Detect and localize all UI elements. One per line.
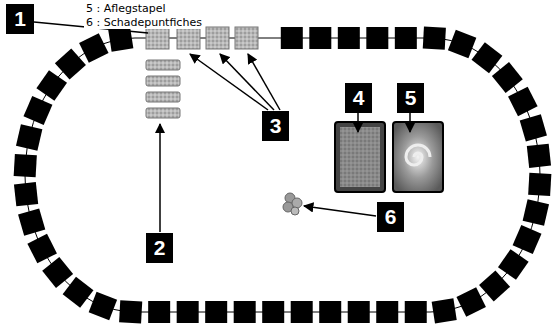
leader-lines (34, 22, 410, 232)
track-square (14, 182, 38, 206)
callout-number: 6 (377, 202, 404, 232)
track-square (291, 301, 313, 323)
track-outline (25, 38, 540, 312)
track-square (405, 301, 427, 323)
track-square (338, 27, 360, 49)
draw-pile (335, 122, 385, 192)
track-square (14, 154, 37, 177)
track-square (119, 300, 142, 323)
track-square (23, 96, 52, 125)
legend-text: 5 : Aflegstapel (84, 2, 168, 15)
track-square (508, 87, 538, 117)
track-square (520, 114, 547, 141)
track-square (234, 301, 256, 323)
track-square (492, 62, 523, 93)
track-square (432, 298, 457, 323)
track-square (89, 292, 117, 320)
track-square (479, 270, 510, 301)
track-square (148, 301, 170, 323)
track-square (177, 301, 199, 323)
track-square (281, 27, 303, 49)
track-square (319, 301, 341, 323)
track-square (472, 42, 503, 73)
track-square (42, 257, 73, 288)
callout-number: 2 (146, 233, 173, 263)
track-square (309, 27, 331, 49)
track-square (55, 49, 86, 80)
legend-text: 6 : Schadepuntfiches (84, 16, 204, 29)
callout-number: 4 (345, 83, 372, 113)
callout-number: 1 (6, 4, 34, 34)
track-square (456, 287, 485, 316)
track-square (528, 173, 551, 196)
track-square (79, 33, 108, 62)
track-square (498, 249, 529, 280)
track-square (36, 70, 67, 101)
damage-chips (283, 193, 302, 215)
track-square (423, 27, 446, 50)
track-square (16, 124, 42, 150)
track-square (18, 208, 45, 235)
tokens (146, 60, 180, 118)
track-square (513, 225, 542, 254)
track-square (63, 277, 94, 308)
track-square (262, 301, 284, 323)
callout-number: 5 (397, 83, 424, 113)
track-square (366, 27, 388, 49)
track-square (527, 144, 551, 168)
track-squares (14, 27, 552, 324)
track-square (523, 199, 549, 225)
track-square (395, 27, 417, 49)
track-square (448, 30, 476, 58)
track-square (376, 301, 398, 323)
discard-pile (393, 122, 443, 192)
track-square (205, 301, 227, 323)
top-spaces (146, 27, 258, 49)
track-square (348, 301, 370, 323)
track-square (27, 234, 57, 264)
callout-number: 3 (262, 111, 289, 141)
